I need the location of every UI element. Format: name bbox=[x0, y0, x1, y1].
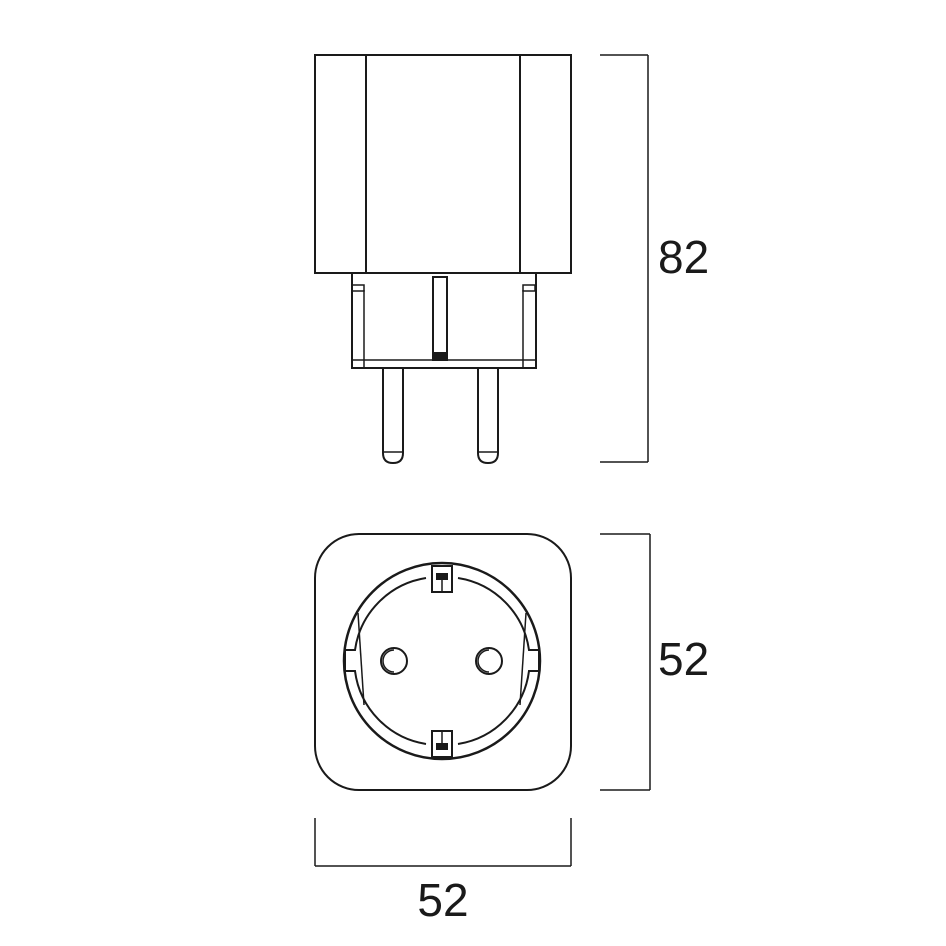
front-view bbox=[314, 533, 572, 791]
side-view-earth-contact-tip bbox=[433, 352, 447, 360]
socket-inner-contour bbox=[344, 577, 540, 745]
side-view-pin-left bbox=[382, 368, 404, 465]
front-height-label: 52 bbox=[658, 633, 709, 685]
front-view-body bbox=[314, 533, 572, 791]
socket-side-clip-left bbox=[357, 612, 365, 706]
pin-hole-left bbox=[380, 647, 408, 675]
side-view-collar-clip-left bbox=[351, 284, 365, 292]
front-width-dimension: 52 bbox=[314, 818, 572, 926]
front-width-label: 52 bbox=[417, 874, 468, 926]
side-view-earth-contact bbox=[432, 276, 448, 361]
side-view-collar bbox=[351, 273, 537, 369]
side-view-collar-clip-right bbox=[522, 284, 536, 292]
socket-side-clip-right bbox=[519, 612, 527, 706]
side-height-dimension: 82 bbox=[600, 54, 709, 463]
side-view-pin-right bbox=[477, 368, 499, 465]
side-view-body bbox=[314, 54, 572, 274]
side-height-label: 82 bbox=[658, 231, 709, 283]
side-view bbox=[314, 54, 572, 465]
earth-clip-bottom bbox=[431, 730, 453, 758]
earth-clip-top bbox=[431, 565, 453, 593]
pin-hole-right bbox=[475, 647, 503, 675]
front-height-dimension: 52 bbox=[600, 533, 709, 791]
